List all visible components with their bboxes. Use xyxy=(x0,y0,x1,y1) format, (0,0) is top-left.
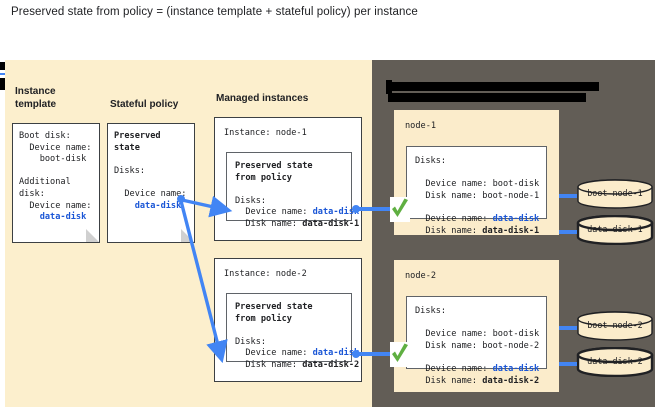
connector-stub-instance-2 xyxy=(358,352,372,356)
connector-node1-boot-cylinder xyxy=(559,194,577,198)
stateful-policy-body: Preserved state Disks: Device name: data… xyxy=(108,124,194,212)
connector-instance1-to-node1 xyxy=(370,207,395,211)
disk-cylinder-data-disk-1-label: data-disk-1 xyxy=(587,224,643,234)
instance-card-node-2-title: Instance: node-2 xyxy=(224,269,307,279)
n2-preserved-line2: from policy xyxy=(235,313,292,324)
it-line-9: Device name: xyxy=(19,200,92,211)
n2-disk-name-label: Disk name: xyxy=(245,359,303,370)
n1-disks-label: Disks: xyxy=(235,195,267,206)
connector-dot-instance-1 xyxy=(352,205,360,213)
node-card-node-2: node-2 Disks: Device name: boot-disk Dis… xyxy=(394,260,559,392)
r2-boot-disk: Disk name: boot-node-2 xyxy=(425,340,540,351)
it-line-7: disk: xyxy=(19,188,45,199)
r2-data-device-label: Device name: xyxy=(425,363,493,374)
note-fold-corner xyxy=(86,229,99,242)
r2-data-disk-label: Disk name: xyxy=(425,375,483,386)
n1-preserved-line1: Preserved state xyxy=(235,161,313,171)
n2-disk-name-value: data-disk-2 xyxy=(302,359,360,370)
instance-card-node-2: Instance: node-2 Preserved state from po… xyxy=(214,258,362,382)
disk-cylinder-boot-node-1: boot-node-1 xyxy=(576,179,654,209)
disk-cylinder-data-disk-1: data-disk-1 xyxy=(576,215,654,245)
managed-instances-heading-line1: Managed instances xyxy=(216,92,309,104)
right-panel-heading-redaction-3 xyxy=(386,80,392,94)
connector-stub-instance-1 xyxy=(358,207,372,211)
node-card-node-2-inner: Disks: Device name: boot-disk Disk name:… xyxy=(406,296,547,386)
it-line-4: boot-disk xyxy=(19,154,87,165)
node-card-node-1-inner: Disks: Device name: boot-disk Disk name:… xyxy=(406,146,547,236)
connector-instance2-to-node2 xyxy=(370,352,395,356)
it-line-1: Boot disk: xyxy=(19,131,71,141)
sp-line-2: state xyxy=(114,142,140,153)
it-line-10: data-disk xyxy=(19,212,87,223)
r2-boot-device: Device name: boot-disk xyxy=(425,329,540,340)
r1-data-device-value: data-disk xyxy=(492,213,540,224)
sp-line-4: Disks: xyxy=(114,165,146,176)
n2-preserved-line1: Preserved state xyxy=(235,302,313,312)
it-line-6: Additional xyxy=(19,177,71,188)
n2-device-name-label: Device name: xyxy=(245,348,313,359)
right-panel-heading-redaction-2 xyxy=(388,93,586,102)
n1-device-name-label: Device name: xyxy=(245,207,313,218)
r2-data-disk-value: data-disk-2 xyxy=(482,375,540,386)
r1-data-disk-value: data-disk-1 xyxy=(482,225,540,236)
r2-data-device-value: data-disk xyxy=(492,363,540,374)
n1-disk-name-value: data-disk-1 xyxy=(302,218,360,229)
instance-card-node-2-inner: Preserved state from policy Disks: Devic… xyxy=(226,293,359,370)
connector-node2-data-cylinder xyxy=(559,362,577,366)
instance-card-node-1-title: Instance: node-1 xyxy=(224,128,307,138)
instance-template-heading: Instance template xyxy=(15,86,57,110)
it-line-3: Device name: xyxy=(19,142,92,153)
r2-disks-label: Disks: xyxy=(415,306,447,316)
n2-disks-label: Disks: xyxy=(235,336,267,347)
connector-dot-stateful-policy xyxy=(177,195,185,203)
node-card-node-2-title: node-2 xyxy=(405,271,437,281)
r1-data-disk-label: Disk name: xyxy=(425,225,483,236)
disk-cylinder-boot-node-2-label: boot-node-2 xyxy=(587,320,643,330)
stateful-policy-heading: Stateful policy xyxy=(110,99,179,110)
sp-line-6: Device name: xyxy=(114,188,187,199)
instance-template-body: Boot disk: Device name: boot-disk Additi… xyxy=(13,124,99,224)
page-title: Preserved state from policy = (instance … xyxy=(11,6,418,18)
instance-card-node-1-inner: Preserved state from policy Disks: Devic… xyxy=(226,152,359,229)
node-card-node-1: node-1 Disks: Device name: boot-disk Dis… xyxy=(394,110,559,236)
n1-disk-name-label: Disk name: xyxy=(245,218,303,229)
green-check-icon-node-1 xyxy=(390,197,410,222)
n1-preserved-line2: from policy xyxy=(235,172,292,183)
r1-data-device-label: Device name: xyxy=(425,213,493,224)
r1-boot-disk: Disk name: boot-node-1 xyxy=(425,190,540,201)
note-fold-corner-2 xyxy=(181,229,194,242)
instance-card-node-1: Instance: node-1 Preserved state from po… xyxy=(214,117,362,241)
instance-template-note: Boot disk: Device name: boot-disk Additi… xyxy=(12,123,100,243)
legend-band xyxy=(0,30,655,90)
disk-cylinder-boot-node-1-label: boot-node-1 xyxy=(587,188,643,198)
sp-line-7: data-disk xyxy=(114,200,182,211)
connector-node1-data-cylinder xyxy=(559,230,577,234)
connector-dot-instance-2 xyxy=(352,350,360,358)
sp-line-1: Preserved xyxy=(114,131,161,141)
connector-node2-boot-cylinder xyxy=(559,326,577,330)
n1-device-name-value: data-disk xyxy=(312,207,360,218)
disk-cylinder-data-disk-2: data-disk-2 xyxy=(576,347,654,377)
disk-cylinder-boot-node-2: boot-node-2 xyxy=(576,311,654,341)
node-card-node-1-title: node-1 xyxy=(405,121,437,131)
disk-cylinder-data-disk-2-label: data-disk-2 xyxy=(587,356,643,366)
green-check-icon-node-2 xyxy=(390,342,410,367)
right-panel-heading-redaction-1 xyxy=(388,82,599,91)
n2-device-name-value: data-disk xyxy=(312,348,360,359)
diagram-stage: Instance template Stateful policy Manage… xyxy=(0,60,655,407)
r1-disks-label: Disks: xyxy=(415,156,447,166)
r1-boot-device: Device name: boot-disk xyxy=(425,179,540,190)
stateful-policy-note: Preserved state Disks: Device name: data… xyxy=(107,123,195,243)
